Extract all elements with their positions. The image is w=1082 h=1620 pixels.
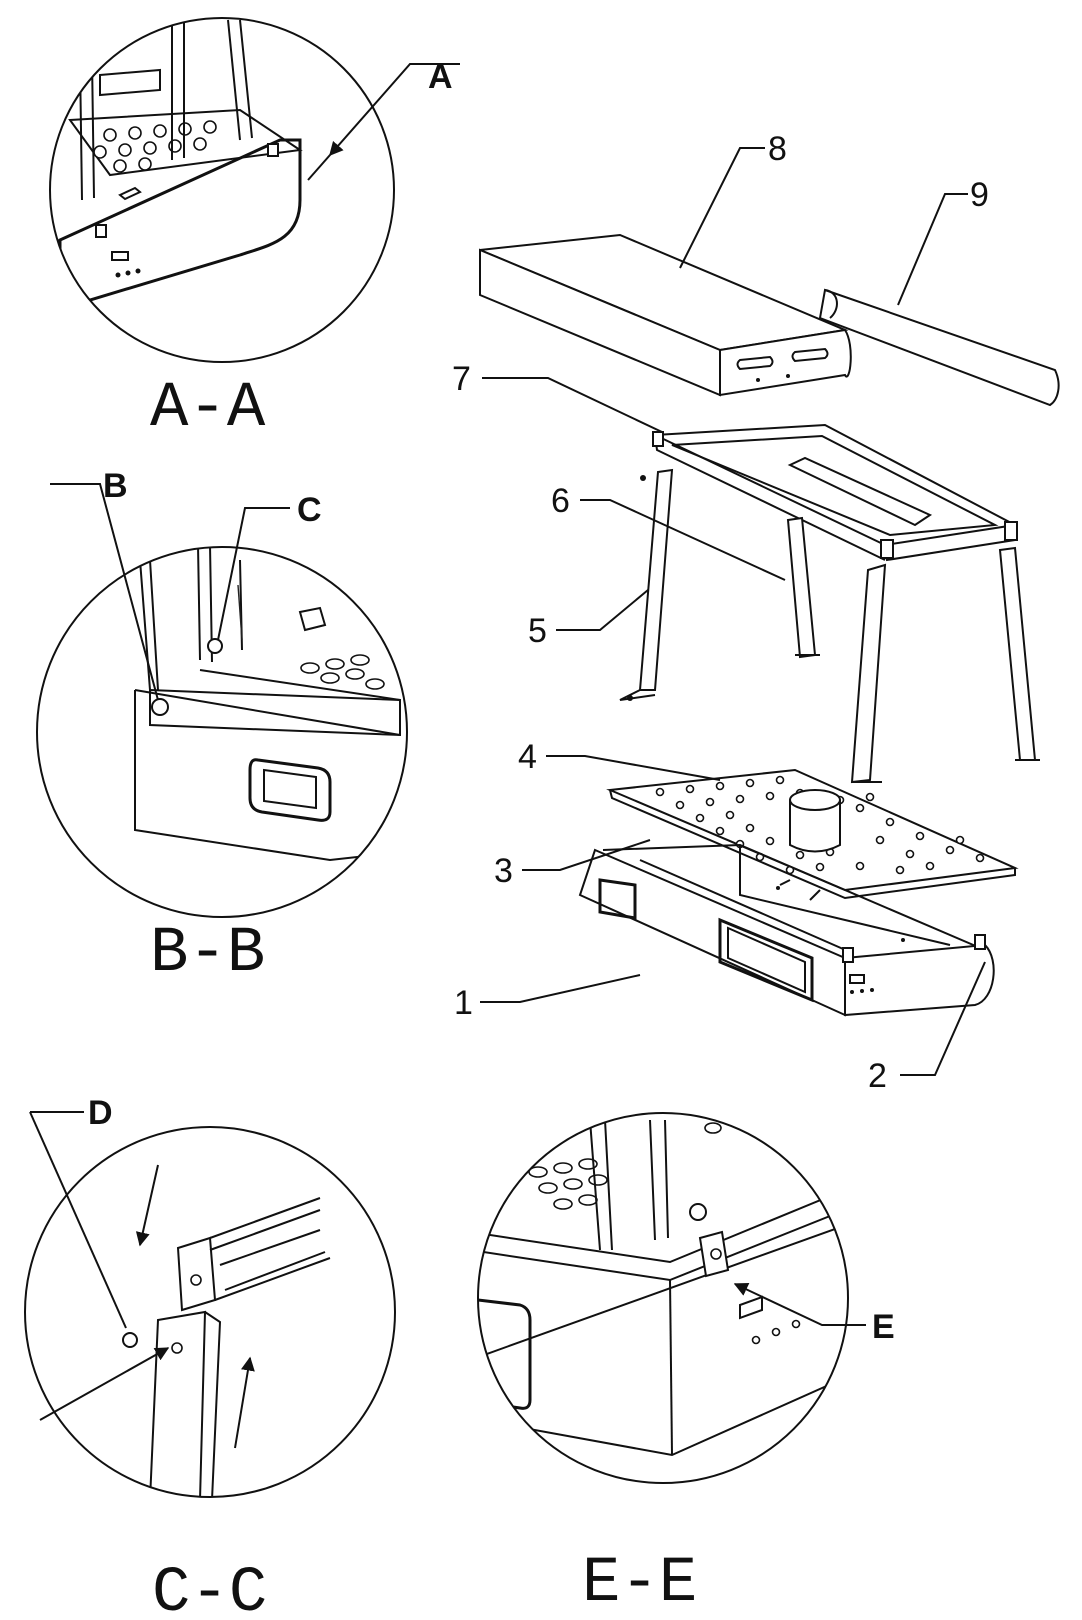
part-leaders: 8 9 7 6 5 4 3 1 2 <box>452 130 989 1095</box>
detail-e-e: E E-E <box>477 1112 895 1620</box>
section-label-c-c: C-C <box>152 1558 267 1620</box>
part-5-6-legs <box>619 468 1040 784</box>
part-number-2: 2 <box>868 1057 887 1095</box>
part-number-8: 8 <box>768 130 787 168</box>
callout-a: A <box>428 58 453 96</box>
detail-b-b: B C B-B <box>36 467 408 990</box>
part-7-frame <box>652 423 1019 562</box>
part-4-plate <box>606 768 1019 900</box>
callout-c: C <box>297 491 322 529</box>
part-1-base <box>578 843 995 1017</box>
callout-d: D <box>88 1094 113 1132</box>
part-number-7: 7 <box>452 360 471 398</box>
part-number-3: 3 <box>494 852 513 890</box>
section-label-a-a: A-A <box>150 373 266 445</box>
detail-c-c: D C-C <box>24 1094 396 1620</box>
part-9-strip <box>818 288 1060 407</box>
callout-b: B <box>103 467 128 505</box>
part-number-9: 9 <box>970 176 989 214</box>
part-number-5: 5 <box>528 612 547 650</box>
exploded-assembly <box>479 233 1060 1017</box>
part-number-6: 6 <box>551 482 570 520</box>
part-number-1: 1 <box>454 984 473 1022</box>
part-8-hood <box>479 233 852 397</box>
section-label-b-b: B-B <box>150 918 265 990</box>
detail-a-a: A A-A <box>49 17 460 445</box>
callout-e: E <box>872 1308 895 1346</box>
section-label-e-e: E-E <box>582 1548 697 1620</box>
part-number-4: 4 <box>518 738 537 776</box>
